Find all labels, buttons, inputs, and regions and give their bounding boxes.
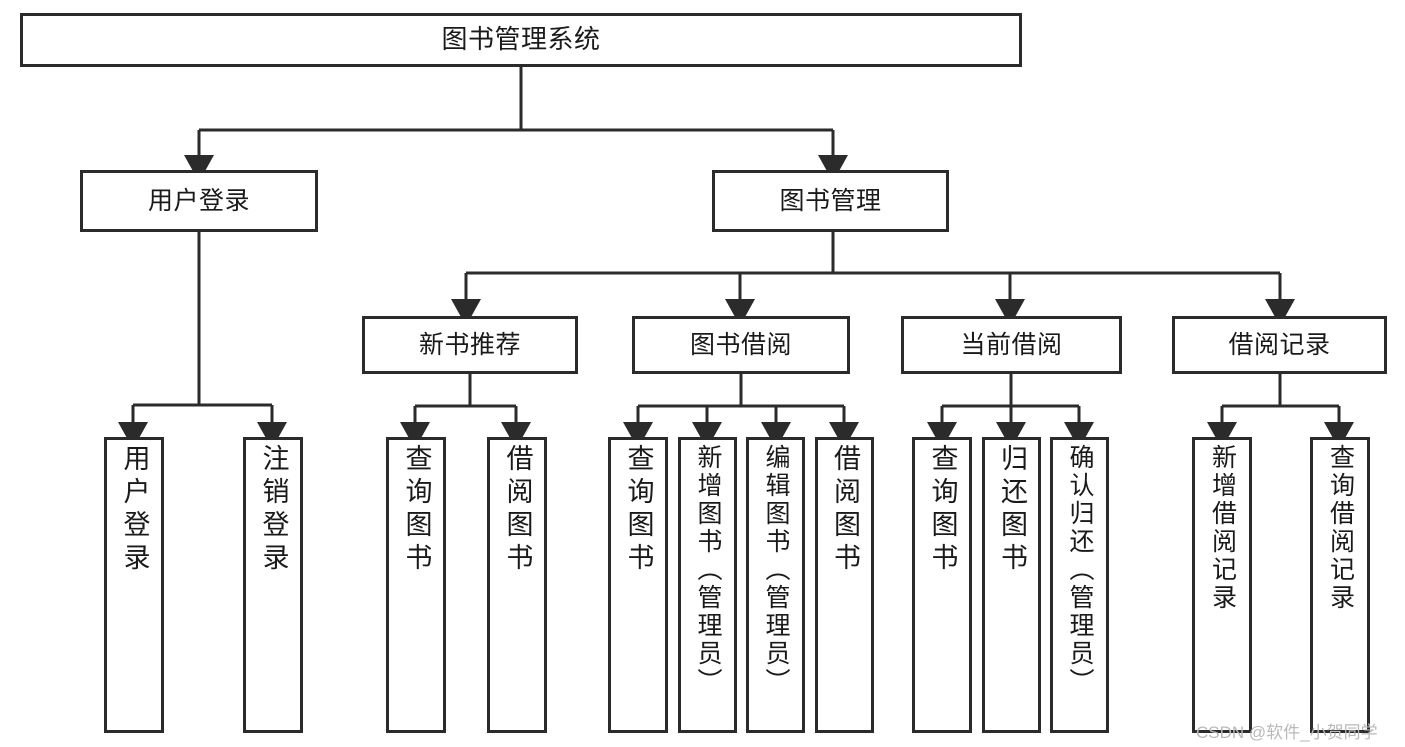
node-label: 新书推荐 xyxy=(418,331,521,359)
leaf-add-book[interactable]: 新增图书（管理员） xyxy=(678,437,737,733)
node-label: 新增图书（管理员） xyxy=(694,444,722,696)
node-label: 用户登录 xyxy=(147,187,250,215)
leaf-add-record[interactable]: 新增借阅记录 xyxy=(1192,437,1252,733)
node-label: 用户登录 xyxy=(119,444,150,576)
node-current-borrow[interactable]: 当前借阅 xyxy=(901,316,1122,374)
leaf-user-login[interactable]: 用户登录 xyxy=(104,437,164,733)
node-label: 查询借阅记录 xyxy=(1326,444,1355,612)
node-label: 查询图书 xyxy=(401,444,432,576)
node-new-book-recommend[interactable]: 新书推荐 xyxy=(362,316,578,374)
leaf-query-book-1[interactable]: 查询图书 xyxy=(386,437,446,733)
node-label: 借阅图书 xyxy=(830,444,860,576)
leaf-query-book-2[interactable]: 查询图书 xyxy=(608,437,668,733)
node-label: 归还图书 xyxy=(997,444,1027,576)
node-user-login[interactable]: 用户登录 xyxy=(80,170,318,232)
node-root-system[interactable]: 图书管理系统 xyxy=(20,13,1022,67)
node-book-borrow[interactable]: 图书借阅 xyxy=(632,316,850,374)
leaf-return-book[interactable]: 归还图书 xyxy=(982,437,1041,733)
node-label: 编辑图书（管理员） xyxy=(762,444,790,696)
node-book-manage[interactable]: 图书管理 xyxy=(712,170,949,232)
node-label: 借阅图书 xyxy=(502,444,533,576)
node-borrow-record[interactable]: 借阅记录 xyxy=(1172,316,1387,374)
node-label: 图书借阅 xyxy=(689,331,792,359)
leaf-query-book-3[interactable]: 查询图书 xyxy=(912,437,972,733)
node-label: 借阅记录 xyxy=(1228,331,1331,359)
node-label: 当前借阅 xyxy=(960,331,1063,359)
node-label: 新增借阅记录 xyxy=(1208,444,1237,612)
node-label: 查询图书 xyxy=(623,444,654,576)
node-label: 注销登录 xyxy=(258,444,289,576)
node-label: 图书管理系统 xyxy=(441,24,601,55)
csdn-watermark: CSDN @软件_小贺同学 xyxy=(1196,723,1378,742)
leaf-user-logout[interactable]: 注销登录 xyxy=(243,437,303,733)
leaf-query-record[interactable]: 查询借阅记录 xyxy=(1310,437,1370,733)
leaf-borrow-book-2[interactable]: 借阅图书 xyxy=(815,437,874,733)
node-label: 图书管理 xyxy=(779,187,882,215)
node-label: 查询图书 xyxy=(927,444,958,576)
node-label: 确认归还（管理员） xyxy=(1066,444,1094,696)
leaf-borrow-book-1[interactable]: 借阅图书 xyxy=(487,437,547,733)
leaf-confirm-return[interactable]: 确认归还（管理员） xyxy=(1050,437,1109,733)
leaf-edit-book[interactable]: 编辑图书（管理员） xyxy=(746,437,805,733)
